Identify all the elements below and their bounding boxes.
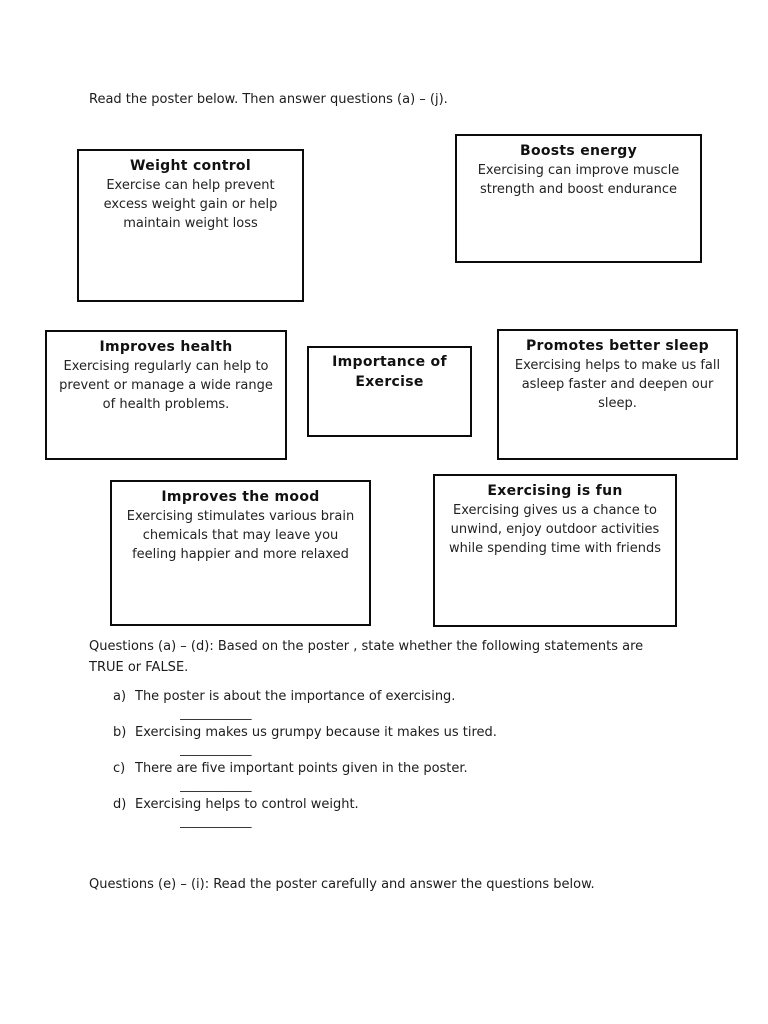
poster-box-body: Exercising stimulates various brain chem… <box>126 509 355 562</box>
question-item-c: c) There are five important points given… <box>113 760 681 796</box>
question-text: There are five important points given in… <box>135 761 468 776</box>
poster-box-promotes-better-sleep: Promotes better sleep Exercising helps t… <box>497 329 738 460</box>
question-label: a) <box>113 689 127 704</box>
question-text: Exercising helps to control weight. <box>135 797 359 812</box>
poster-box-body: Exercising regularly can help to prevent… <box>59 359 273 412</box>
answer-blank: ___________ <box>180 778 252 793</box>
question-line: a) The poster is about the importance of… <box>113 688 681 706</box>
poster-box-body: Exercising can improve muscle strength a… <box>477 163 680 197</box>
question-line: b) Exercising makes us grumpy because it… <box>113 724 681 742</box>
question-line: c) There are five important points given… <box>113 760 681 778</box>
poster-box-title: Improves health <box>99 339 233 355</box>
poster-box-body: Exercising gives us a chance to unwind, … <box>449 503 661 556</box>
question-line: d) Exercising helps to control weight. <box>113 796 681 814</box>
question-label: b) <box>113 725 127 740</box>
answer-blank: ___________ <box>180 814 252 829</box>
poster-box-title: Importance of Exercise <box>332 354 447 390</box>
poster-box-title: Promotes better sleep <box>525 338 709 354</box>
poster-box-weight-control: Weight control Exercise can help prevent… <box>77 149 304 302</box>
questions-a-d-header: Questions (a) – (d): Based on the poster… <box>89 639 644 675</box>
question-item-b: b) Exercising makes us grumpy because it… <box>113 724 681 760</box>
instruction-text: Read the poster below. Then answer quest… <box>89 92 448 107</box>
answer-blank: ___________ <box>180 742 252 757</box>
poster-box-body: Exercising helps to make us fall asleep … <box>514 358 721 411</box>
poster-box-title: Weight control <box>130 158 251 174</box>
question-text: The poster is about the importance of ex… <box>135 689 456 704</box>
answer-blank: ___________ <box>180 706 252 721</box>
question-text: Exercising makes us grumpy because it ma… <box>135 725 497 740</box>
questions-e-i-header: Questions (e) – (i): Read the poster car… <box>89 877 595 892</box>
questions-a-d-section: Questions (a) – (d): Based on the poster… <box>89 636 681 832</box>
question-item-d: d) Exercising helps to control weight. _… <box>113 796 681 832</box>
poster-box-boosts-energy: Boosts energy Exercising can improve mus… <box>455 134 702 263</box>
poster-box-importance-of-exercise: Importance of Exercise <box>307 346 472 437</box>
poster-box-title: Improves the mood <box>161 489 320 505</box>
question-label: d) <box>113 797 127 812</box>
poster-box-improves-the-mood: Improves the mood Exercising stimulates … <box>110 480 371 626</box>
poster-box-body: Exercise can help prevent excess weight … <box>103 178 278 231</box>
question-label: c) <box>113 761 126 776</box>
question-item-a: a) The poster is about the importance of… <box>113 688 681 724</box>
poster-box-title: Exercising is fun <box>487 483 623 499</box>
poster-box-improves-health: Improves health Exercising regularly can… <box>45 330 287 460</box>
poster-box-exercising-is-fun: Exercising is fun Exercising gives us a … <box>433 474 677 627</box>
poster-box-title: Boosts energy <box>519 143 638 159</box>
